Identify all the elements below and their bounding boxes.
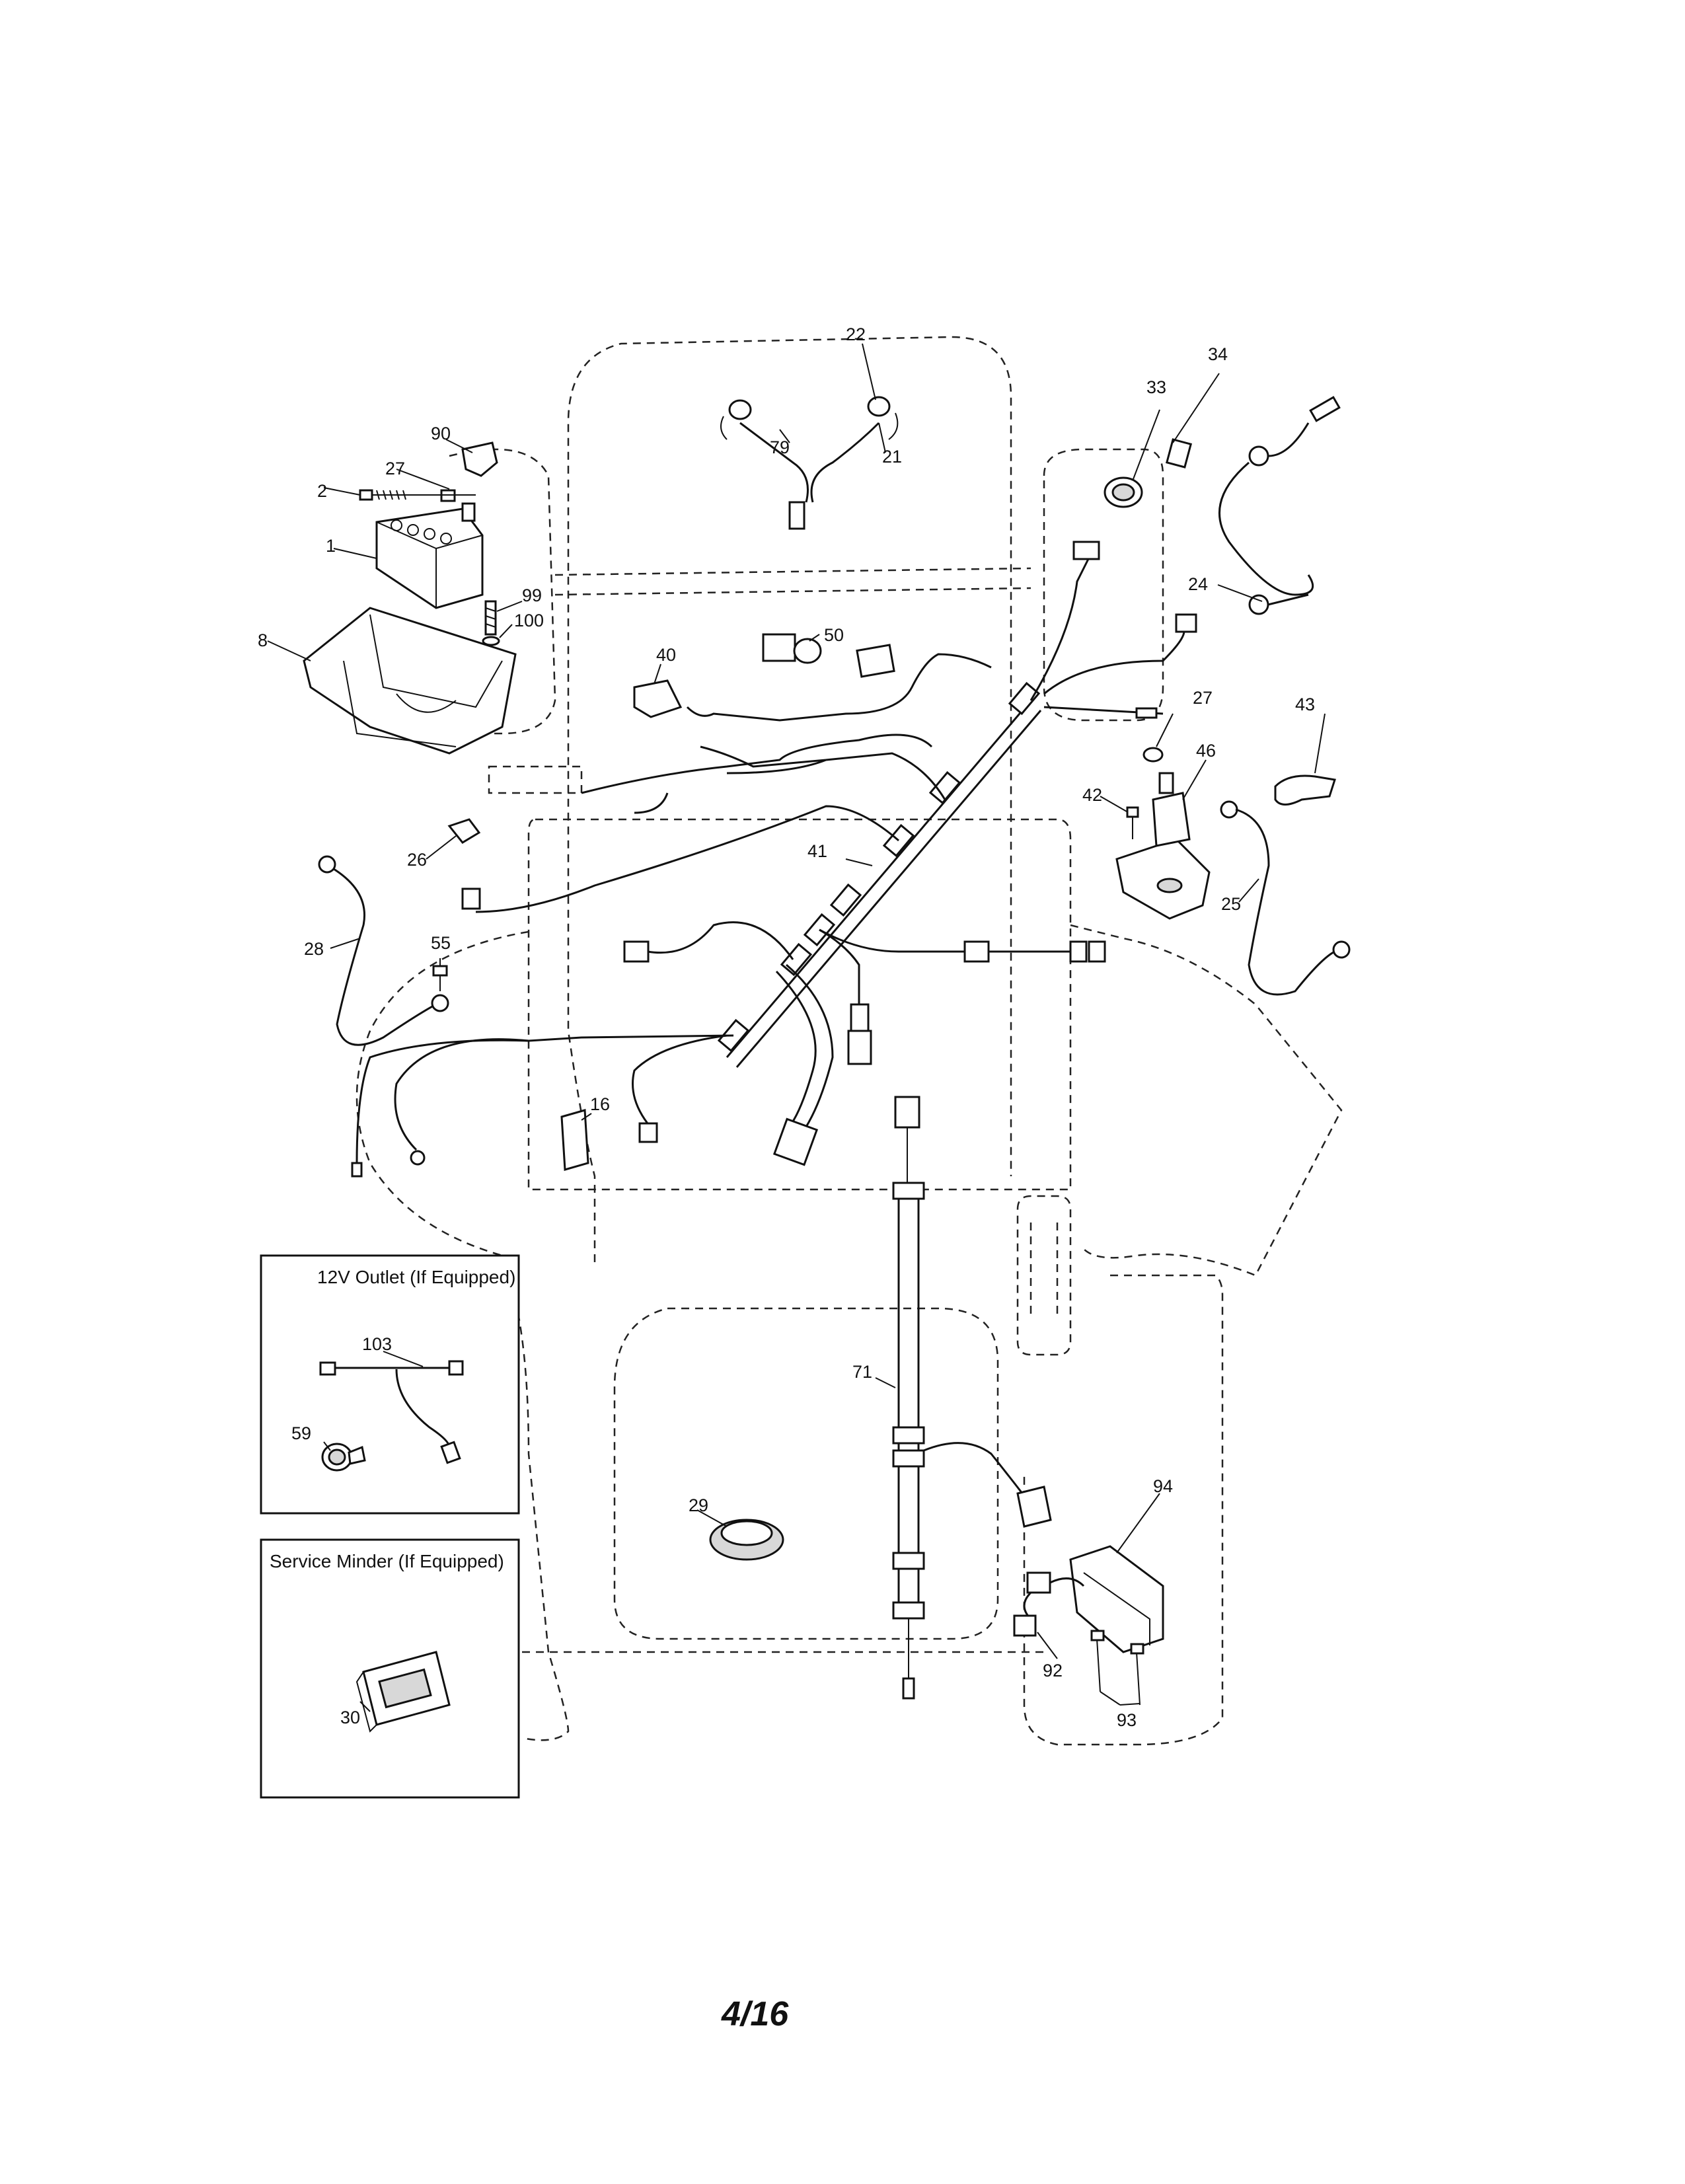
relay-16[interactable] bbox=[560, 1109, 589, 1171]
label-16: 16 bbox=[590, 1094, 610, 1114]
battery-group bbox=[303, 441, 517, 755]
switch-50[interactable] bbox=[762, 633, 822, 664]
ground-cable-28[interactable] bbox=[318, 855, 449, 1046]
label-22: 22 bbox=[846, 324, 866, 344]
screws-93[interactable] bbox=[1090, 1630, 1144, 1706]
label-59: 59 bbox=[291, 1423, 311, 1443]
label-29: 29 bbox=[689, 1495, 708, 1515]
label-24: 24 bbox=[1188, 574, 1208, 594]
label-25: 25 bbox=[1221, 894, 1241, 914]
ignition-switch[interactable] bbox=[1104, 476, 1143, 508]
part-labels: 2 27 90 1 8 99 100 22 21 79 33 34 24 50 … bbox=[258, 324, 1315, 1730]
right-fender-outline bbox=[1070, 924, 1343, 1277]
rear-harness-71[interactable] bbox=[892, 1096, 1052, 1700]
frame-outline bbox=[527, 818, 1072, 1191]
ignition-compartment-outline bbox=[1043, 448, 1164, 722]
label-99: 99 bbox=[522, 585, 542, 605]
label-30: 33 bbox=[1146, 377, 1166, 397]
tray-washer[interactable] bbox=[482, 636, 500, 646]
label-plate bbox=[856, 644, 895, 678]
label-1: 1 bbox=[326, 536, 336, 556]
label-90: 90 bbox=[431, 424, 451, 443]
battery-bolt[interactable] bbox=[359, 489, 410, 501]
label-21: 21 bbox=[882, 447, 902, 467]
alarm-29[interactable] bbox=[709, 1519, 784, 1561]
rear-compartment-outline bbox=[1023, 1274, 1224, 1746]
label-42: 43 bbox=[1295, 695, 1315, 714]
ground-bolt-55[interactable] bbox=[432, 965, 448, 991]
label-79: 79 bbox=[770, 437, 790, 457]
dash-crossbar-lower bbox=[554, 587, 1031, 596]
label-27-solenoid: 27 bbox=[1193, 688, 1213, 708]
label-26: 26 bbox=[407, 850, 427, 870]
label-43: 46 bbox=[1196, 741, 1216, 761]
label-2: 2 bbox=[317, 481, 327, 501]
label-50: 50 bbox=[824, 625, 844, 645]
label-40: 41 bbox=[807, 841, 827, 861]
inset-12v-title: 12V Outlet (If Equipped) bbox=[317, 1267, 515, 1287]
page-number: 4/16 bbox=[721, 1995, 789, 2033]
solenoid-nut[interactable] bbox=[1142, 747, 1164, 763]
seat-deck-outline bbox=[613, 1307, 999, 1640]
label-100: 100 bbox=[514, 611, 544, 630]
label-103: 103 bbox=[362, 1334, 392, 1354]
label-41: 42 bbox=[1082, 785, 1102, 805]
label-8: 8 bbox=[258, 630, 268, 650]
battery-tray[interactable] bbox=[303, 607, 517, 755]
label-93: 93 bbox=[1117, 1710, 1137, 1730]
tray-screw[interactable] bbox=[484, 600, 497, 636]
label-33: 34 bbox=[1208, 344, 1228, 364]
pto-switch-34[interactable] bbox=[633, 679, 683, 718]
terminal-boot-42[interactable] bbox=[1274, 774, 1336, 806]
service-minder-46[interactable] bbox=[356, 1651, 451, 1733]
outlet-harness-103[interactable] bbox=[319, 1360, 464, 1464]
label-46: 30 bbox=[340, 1708, 360, 1727]
label-92: 92 bbox=[1043, 1661, 1063, 1680]
battery-cable-25[interactable] bbox=[1220, 800, 1351, 996]
label-28: 28 bbox=[304, 939, 324, 959]
leader-lines bbox=[267, 343, 1326, 1712]
label-55: 55 bbox=[431, 933, 451, 953]
label-71: 71 bbox=[852, 1362, 872, 1382]
label-27-battery: 27 bbox=[385, 459, 405, 478]
battery-cable-24[interactable] bbox=[1218, 396, 1341, 615]
ignition-plug-33[interactable] bbox=[1165, 438, 1193, 469]
starter-solenoid[interactable] bbox=[1115, 772, 1211, 920]
label-94: 94 bbox=[1153, 1476, 1173, 1496]
module-94[interactable] bbox=[1069, 1545, 1164, 1653]
label-34: 40 bbox=[656, 645, 676, 665]
inset-service-minder-title: Service Minder (If Equipped) bbox=[270, 1551, 504, 1571]
inset-12v-outlet: 12V Outlet (If Equipped) bbox=[260, 1254, 520, 1515]
battery[interactable] bbox=[375, 502, 484, 609]
shift-gate-outline bbox=[1016, 1195, 1072, 1356]
dash-crossbar-upper bbox=[554, 567, 1031, 576]
terminal-cover[interactable] bbox=[461, 441, 498, 477]
battery-nut[interactable] bbox=[410, 489, 476, 502]
shift-gate-slot bbox=[1030, 1223, 1059, 1315]
connector-26-end bbox=[461, 887, 481, 910]
connector-92[interactable] bbox=[1013, 1571, 1085, 1637]
inset-service-minder: Service Minder (If Equipped) bbox=[260, 1538, 520, 1799]
fuse-26[interactable] bbox=[447, 818, 481, 844]
headlight-harness[interactable] bbox=[720, 396, 899, 530]
main-harness[interactable] bbox=[351, 541, 1197, 1178]
solenoid-bolt[interactable] bbox=[1126, 806, 1139, 839]
